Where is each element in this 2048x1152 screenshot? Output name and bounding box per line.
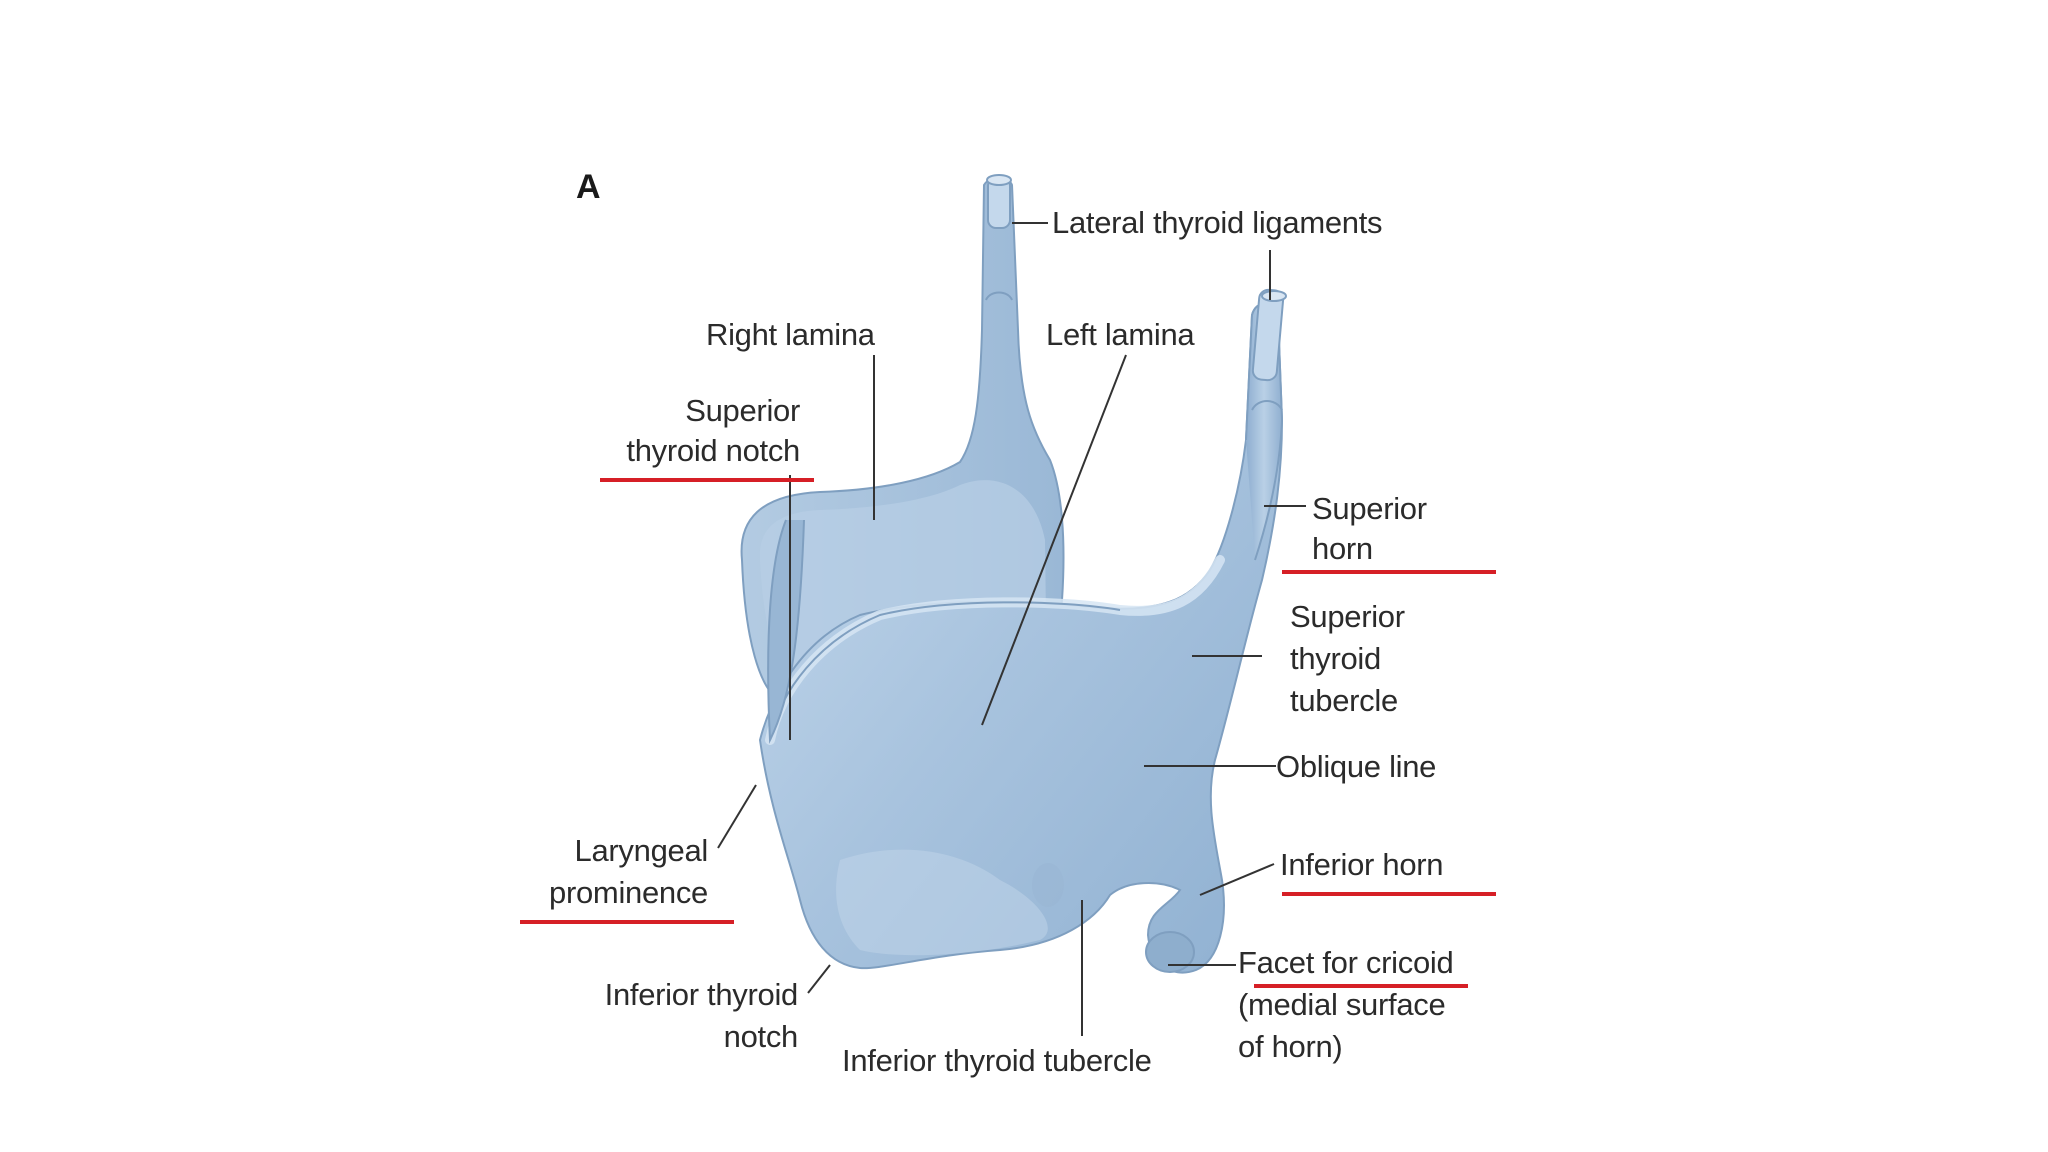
label-oblique-line: Oblique line [1276,749,1437,784]
label-superior-thyroid-notch-2: thyroid notch [626,433,800,468]
panel-label: A [576,168,601,206]
underline-superior-thyroid-notch [600,478,814,482]
label-superior-thyroid-tubercle-1: Superior [1290,599,1405,634]
label-facet-for-cricoid-1: Facet for cricoid [1238,945,1454,980]
cricoid-facet-shape [1145,931,1195,973]
underline-laryngeal-prominence [520,920,734,924]
label-inferior-thyroid-tubercle: Inferior thyroid tubercle [842,1043,1152,1078]
label-superior-thyroid-tubercle-3: tubercle [1290,683,1398,718]
label-inferior-horn: Inferior horn [1280,847,1444,882]
label-laryngeal-prominence-1: Laryngeal [574,833,709,868]
label-lateral-thyroid-ligaments: Lateral thyroid ligaments [1052,205,1383,240]
underline-superior-horn [1282,570,1496,574]
label-left-lamina: Left lamina [1046,317,1195,352]
label-facet-for-cricoid-2: (medial surface [1238,987,1446,1022]
label-facet-for-cricoid-3: of horn) [1238,1029,1343,1064]
label-inferior-thyroid-notch-1: Inferior thyroid [604,977,799,1012]
notch-fold [767,519,805,744]
label-superior-thyroid-notch-1: Superior [685,393,800,428]
underline-inferior-horn [1282,892,1496,896]
label-laryngeal-prominence-2: prominence [549,875,708,910]
label-superior-horn-1: Superior [1312,491,1427,526]
label-right-lamina: Right lamina [706,317,875,352]
underline-facet-for-cricoid [1254,984,1468,988]
leader-lines [717,222,1306,1036]
label-superior-thyroid-tubercle-2: thyroid [1290,641,1381,676]
inferior-thyroid-tubercle-shape [1032,863,1064,907]
label-superior-horn-2: horn [1312,531,1373,566]
label-inferior-thyroid-notch-2: notch [723,1019,799,1054]
